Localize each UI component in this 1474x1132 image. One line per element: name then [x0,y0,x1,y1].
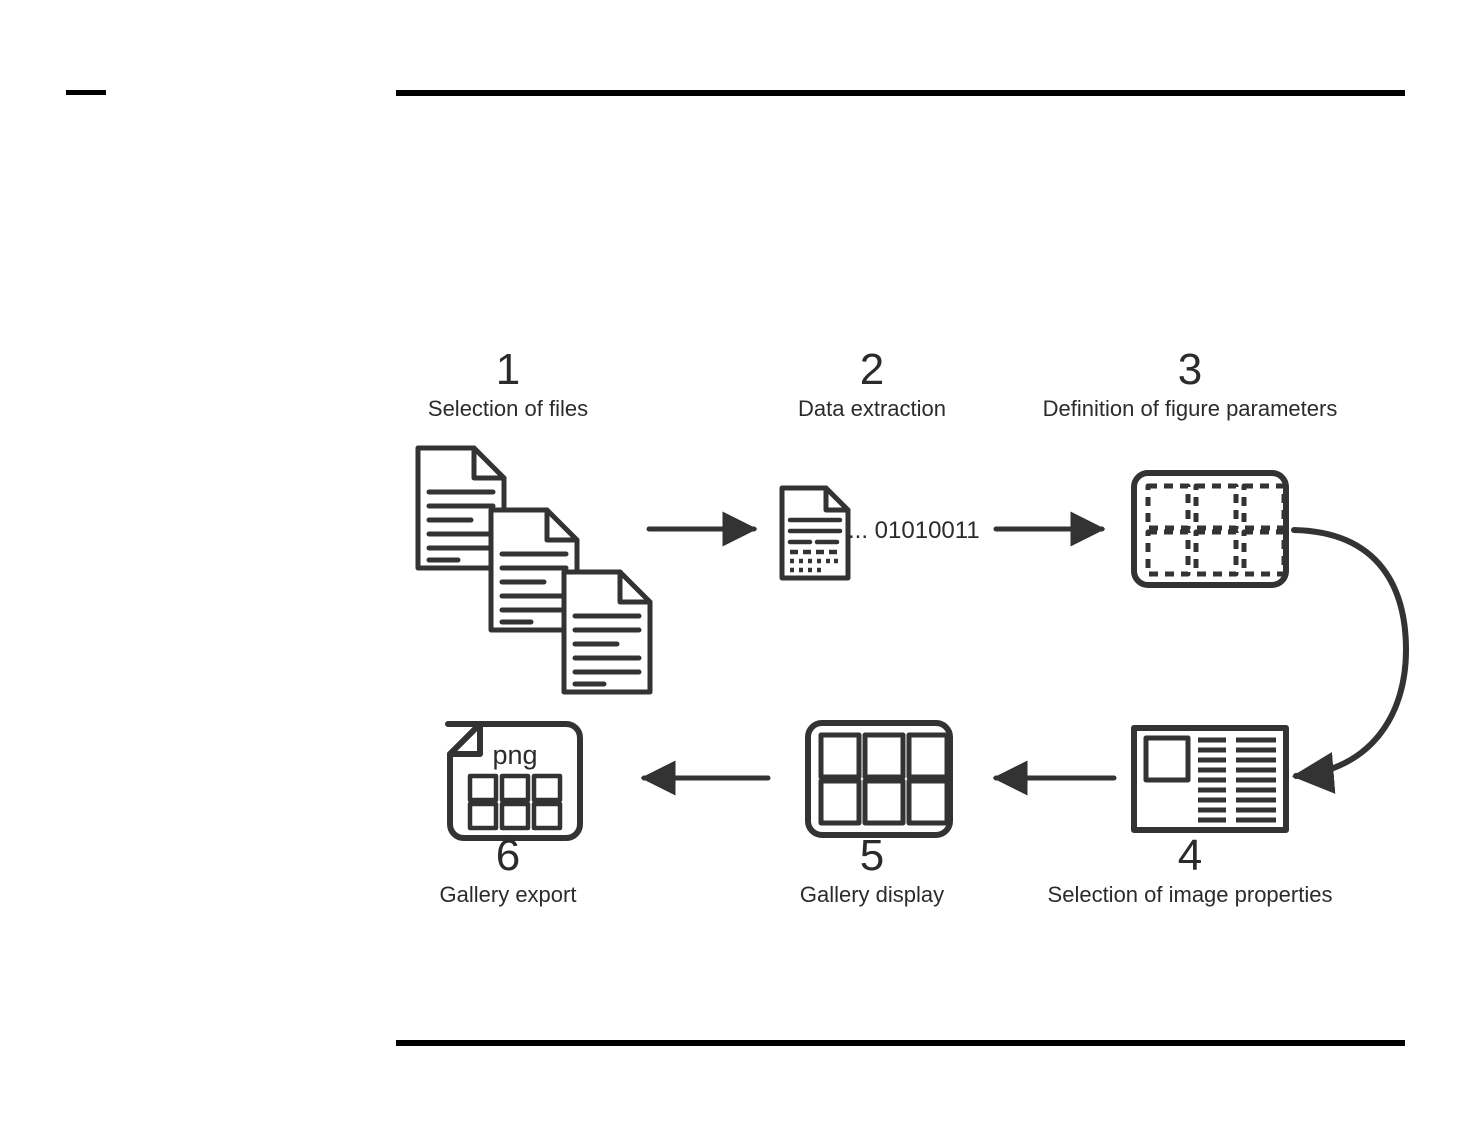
step-label-4: Selection of image properties [1047,882,1333,907]
diagram-artwork: png [415,445,1409,841]
png-file-type-label: png [492,740,537,770]
step-number-2: 2 [859,345,885,394]
step-number-5: 5 [859,831,885,880]
document-stack-icon [415,445,653,695]
step-label-1: Selection of files [427,396,589,421]
document-properties-icon [1131,725,1289,833]
solid-grid-icon [805,720,953,838]
step-label-2: Data extraction [798,396,946,421]
step-number-6: 6 [495,831,521,880]
step-number-3: 3 [1177,345,1203,394]
workflow-diagram: 1 Selection of files 2 Data extraction 3… [396,340,1409,920]
step-caption-1: 1 Selection of files [328,348,688,420]
step-label-3: Definition of figure parameters [1042,396,1338,421]
page-corner-dash-icon [66,90,106,95]
step-caption-5: 5 Gallery display [692,834,1052,906]
dashed-grid-icon [1131,470,1289,588]
step-label-6: Gallery export [439,882,577,907]
footer-rule [396,1040,1405,1046]
header-rule [396,90,1405,96]
step-label-5: Gallery display [799,882,945,907]
step-caption-2: 2 Data extraction [692,348,1052,420]
step-number-1: 1 [495,345,521,394]
document-binary-icon [779,485,851,581]
step-caption-3: 3 Definition of figure parameters [1010,348,1370,420]
arrow-step3-to-step4 [1291,527,1409,794]
binary-annotation: ... 01010011 [848,517,980,544]
png-file-icon [445,721,583,841]
step-caption-4: 4 Selection of image properties [1010,834,1370,906]
step-caption-6: 6 Gallery export [328,834,688,906]
step-number-4: 4 [1177,831,1203,880]
